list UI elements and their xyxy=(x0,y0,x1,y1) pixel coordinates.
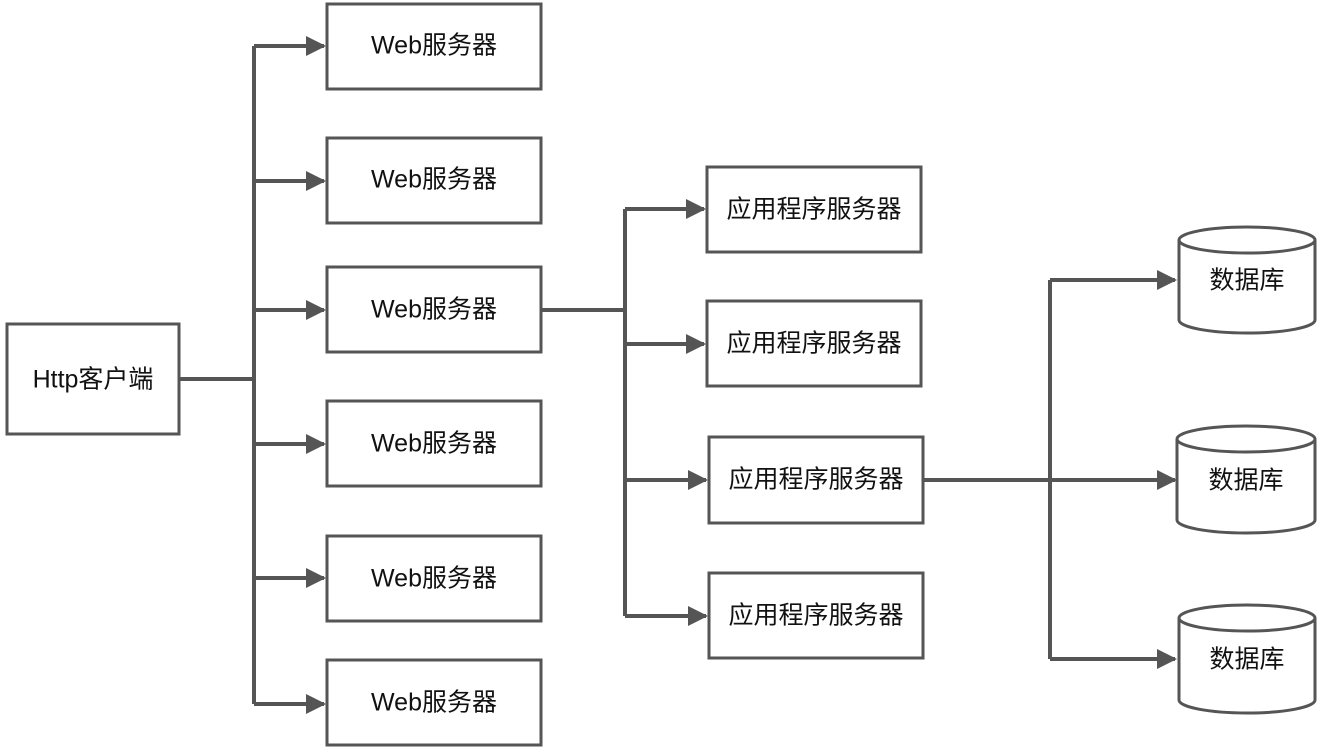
http-client-box xyxy=(5,322,181,436)
web-server-node: Web服务器 xyxy=(325,399,543,488)
web-server-box xyxy=(325,399,543,488)
web-server-node: Web服务器 xyxy=(325,136,543,225)
web-server-node: Web服务器 xyxy=(325,2,543,91)
app-server-label: 应用程序服务器 xyxy=(726,196,901,224)
app-server-box xyxy=(707,435,925,525)
web-server-label: Web服务器 xyxy=(371,689,497,717)
web-server-box xyxy=(325,265,543,354)
web-server-box xyxy=(325,2,543,91)
web-server-node: Web服务器 xyxy=(325,265,543,354)
web-server-label: Web服务器 xyxy=(371,430,497,458)
app-server-node: 应用程序服务器 xyxy=(707,435,925,525)
app-server-label: 应用程序服务器 xyxy=(728,466,903,494)
database-node: 数据库 xyxy=(1177,225,1317,335)
web-server-box xyxy=(325,534,543,623)
database-cylinder-top xyxy=(1175,424,1317,454)
app-server-box xyxy=(705,165,923,254)
web-server-label: Web服务器 xyxy=(371,166,497,194)
app-server-node: 应用程序服务器 xyxy=(705,165,923,254)
database-cylinder-top xyxy=(1177,603,1317,633)
database-node: 数据库 xyxy=(1177,603,1317,715)
web-server-box xyxy=(325,136,543,225)
database-label: 数据库 xyxy=(1209,646,1284,674)
http-client-label: Http客户端 xyxy=(33,366,154,394)
app-server-node: 应用程序服务器 xyxy=(705,299,923,388)
database-cylinder-body xyxy=(1177,618,1317,715)
database-cylinder-body xyxy=(1175,439,1317,535)
http-client-node: Http客户端 xyxy=(5,322,181,436)
web-to-app-connectors xyxy=(542,199,708,626)
web-server-box xyxy=(325,658,543,747)
web-server-label: Web服务器 xyxy=(371,296,497,324)
database-label: 数据库 xyxy=(1208,467,1283,495)
app-to-db-connectors xyxy=(924,270,1177,669)
app-server-label: 应用程序服务器 xyxy=(726,330,901,358)
database-cylinder-body xyxy=(1177,240,1317,335)
web-server-label: Web服务器 xyxy=(371,32,497,60)
database-node: 数据库 xyxy=(1175,424,1317,535)
app-server-label: 应用程序服务器 xyxy=(728,602,903,630)
app-server-node: 应用程序服务器 xyxy=(707,571,925,660)
web-server-node: Web服务器 xyxy=(325,534,543,623)
web-server-label: Web服务器 xyxy=(371,565,497,593)
app-server-box xyxy=(707,571,925,660)
database-label: 数据库 xyxy=(1209,267,1284,295)
app-server-box xyxy=(705,299,923,388)
database-cylinder-top xyxy=(1177,225,1317,255)
web-server-node: Web服务器 xyxy=(325,658,543,747)
client-connectors xyxy=(180,36,326,714)
